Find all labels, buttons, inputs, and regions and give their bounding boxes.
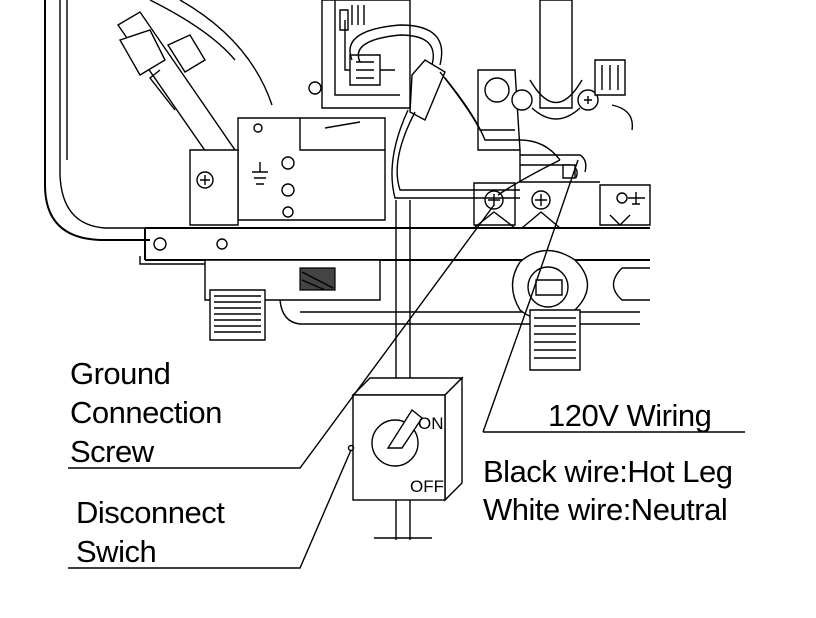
white-wire-label: White wire:Neutral [483,492,727,527]
callout-labels: Ground Connection Screw Disconnect Swich… [70,356,733,569]
ground-label-line1: Ground [70,356,170,391]
switch-off-label: OFF [410,477,444,496]
black-wire-label: Black wire:Hot Leg [483,454,732,489]
disconnect-label-line2: Swich [76,534,156,569]
heater-chassis [44,0,651,371]
ground-label-line2: Connection [70,395,222,430]
disconnect-switch: ON OFF [347,376,464,502]
disconnect-label-line1: Disconnect [76,495,225,530]
switch-on-label: ON [418,414,444,433]
wiring-title: 120V Wiring [548,398,711,433]
ground-label-line3: Screw [70,434,155,469]
leader-lines [68,159,745,569]
conduit [374,200,432,540]
